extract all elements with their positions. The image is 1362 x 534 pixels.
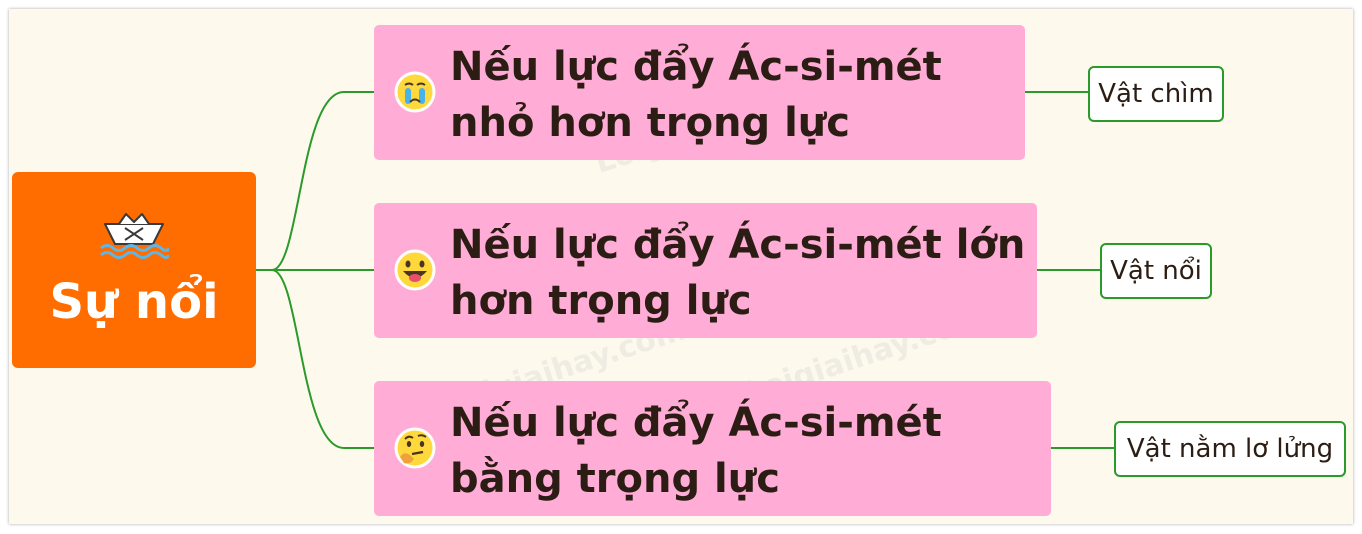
leaf-result-3[interactable]: Vật nằm lơ lửng: [1114, 421, 1346, 477]
crying-face-icon: [394, 71, 436, 113]
paper-boat-icon: [100, 213, 169, 259]
topic-text-1: Nếu lực đẩy Ác-si-mét nhỏ hơn trọng lực: [450, 44, 942, 146]
leaf-result-1[interactable]: Vật chìm: [1088, 66, 1224, 122]
topic-node-1[interactable]: Nếu lực đẩy Ác-si-mét nhỏ hơn trọng lực: [374, 25, 1025, 160]
topic-text-3: Nếu lực đẩy Ác-si-mét bằng trọng lực: [450, 400, 942, 502]
root-node[interactable]: Sự nổi: [12, 172, 256, 368]
connector-root-branch-3: [256, 269, 374, 449]
leaf-result-2[interactable]: Vật nổi: [1100, 243, 1212, 299]
grinning-tongue-face-icon: [394, 249, 436, 291]
root-label: Sự nổi: [49, 274, 219, 330]
topic-node-2[interactable]: Nếu lực đẩy Ác-si-mét lớn hơn trọng lực: [374, 203, 1037, 338]
connector-root-branch-1: [256, 91, 374, 271]
topic-node-3[interactable]: Nếu lực đẩy Ác-si-mét bằng trọng lực: [374, 381, 1051, 516]
topic-text-2: Nếu lực đẩy Ác-si-mét lớn hơn trọng lực: [450, 222, 1026, 324]
thinking-face-icon: [394, 427, 436, 469]
